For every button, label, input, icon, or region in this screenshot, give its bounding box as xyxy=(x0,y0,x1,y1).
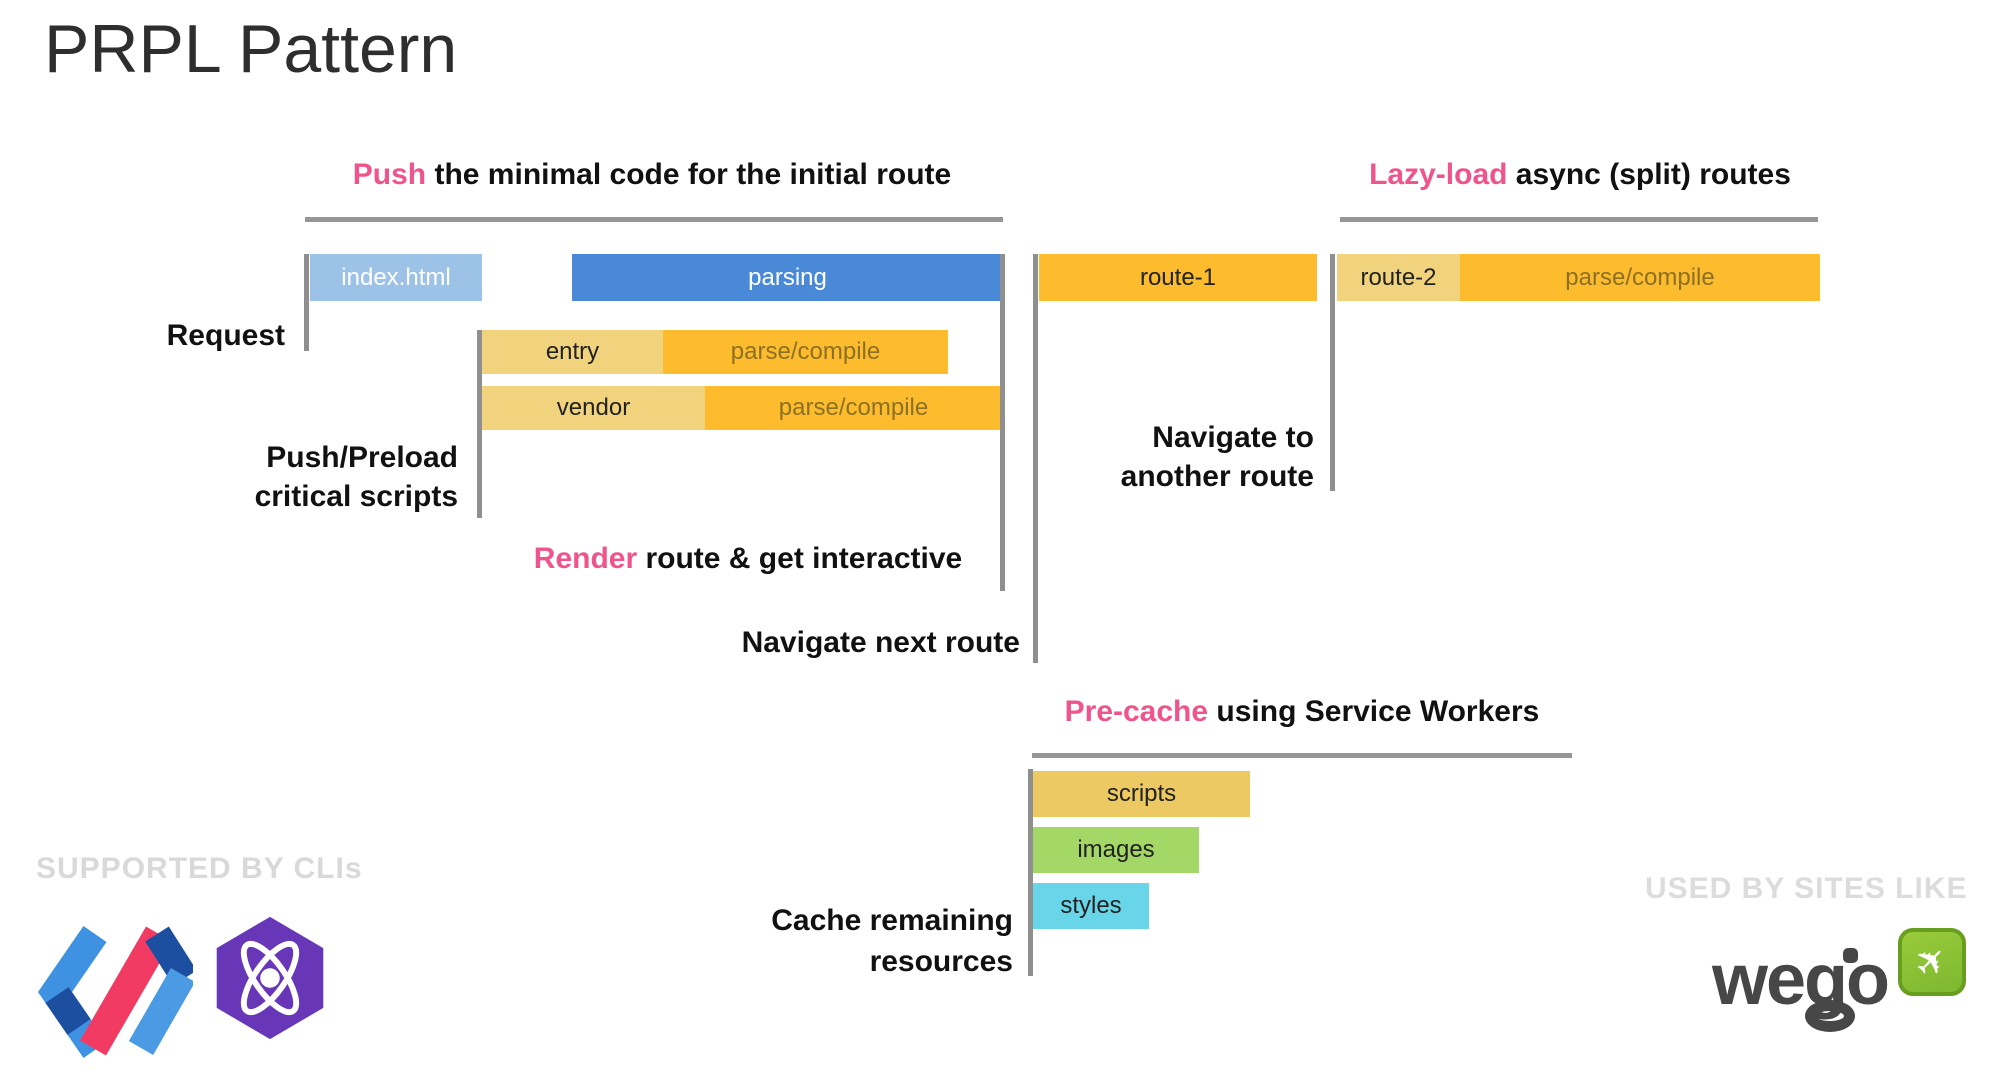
request-label: Request xyxy=(166,319,285,352)
supported-by-clis-label: SUPPORTED BY CLIs xyxy=(36,852,363,885)
bar-styles: styles xyxy=(1033,883,1149,929)
page-title: PRPL Pattern xyxy=(44,11,458,87)
push-heading-highlight: Push xyxy=(352,158,427,191)
bar-entry-parse-compile: parse/compile xyxy=(663,330,948,374)
wego-logo: wego xyxy=(1712,940,1890,1020)
render-label: Render route & get interactive xyxy=(492,539,1004,578)
lazyload-heading: Lazy-load async (split) routes xyxy=(1340,158,1820,192)
navigate-another-label-line1: Navigate to xyxy=(1152,421,1314,454)
bar-entry: entry xyxy=(482,330,663,374)
bar-route-2: route-2 xyxy=(1337,254,1460,301)
navigate-another-label-line2: another route xyxy=(1120,460,1314,493)
navigate-next-tick-line xyxy=(1033,254,1038,663)
precache-heading-rest: using Service Workers xyxy=(1208,695,1540,728)
push-preload-label-line1: Push/Preload xyxy=(266,441,458,474)
wego-dot xyxy=(1843,948,1858,963)
precache-heading-underline xyxy=(1032,753,1572,758)
bar-scripts: scripts xyxy=(1033,771,1250,817)
lazyload-heading-underline xyxy=(1340,217,1818,222)
bar-route-1: route-1 xyxy=(1039,254,1317,301)
navigate-next-label: Navigate next route xyxy=(741,626,1020,659)
cache-remaining-label-line1: Cache remaining xyxy=(771,904,1013,937)
cache-remaining-label: Cache remaining resources xyxy=(690,900,1013,982)
cache-tick-line xyxy=(1028,769,1033,976)
bar-index-html: index.html xyxy=(310,254,482,301)
push-heading-rest: the minimal code for the initial route xyxy=(426,158,952,191)
render-tick-line xyxy=(1000,254,1005,591)
precache-heading: Pre-cache using Service Workers xyxy=(1032,695,1572,729)
bar-vendor: vendor xyxy=(482,386,705,430)
navigate-another-tick-line xyxy=(1330,254,1335,491)
preact-icon xyxy=(216,916,324,1040)
lazyload-heading-rest: async (split) routes xyxy=(1507,158,1791,191)
push-heading: Push the minimal code for the initial ro… xyxy=(300,158,1004,192)
precache-heading-highlight: Pre-cache xyxy=(1064,695,1209,728)
wego-plane-badge: ✈ xyxy=(1898,928,1966,996)
request-tick-line xyxy=(304,254,309,351)
wego-g-descender xyxy=(1805,1000,1855,1032)
push-preload-label-line2: critical scripts xyxy=(254,480,458,513)
wego-plane-icon: ✈ xyxy=(1905,935,1959,989)
bar-route-2-parse-compile: parse/compile xyxy=(1460,254,1820,301)
bar-vendor-parse-compile: parse/compile xyxy=(705,386,1002,430)
bar-images: images xyxy=(1033,827,1199,873)
push-heading-underline xyxy=(305,217,1003,222)
used-by-sites-label: USED BY SITES LIKE xyxy=(1645,872,1968,905)
push-preload-label: Push/Preload critical scripts xyxy=(150,438,458,516)
polymer-icon xyxy=(37,926,193,1058)
bar-parsing: parsing xyxy=(572,254,1003,301)
cache-remaining-label-line2: resources xyxy=(869,945,1013,978)
lazyload-heading-highlight: Lazy-load xyxy=(1369,158,1508,191)
navigate-another-label: Navigate to another route xyxy=(1040,418,1314,496)
render-label-highlight: Render xyxy=(533,542,638,575)
render-label-rest: route & get interactive xyxy=(637,542,963,575)
push-preload-tick-line xyxy=(477,330,482,518)
